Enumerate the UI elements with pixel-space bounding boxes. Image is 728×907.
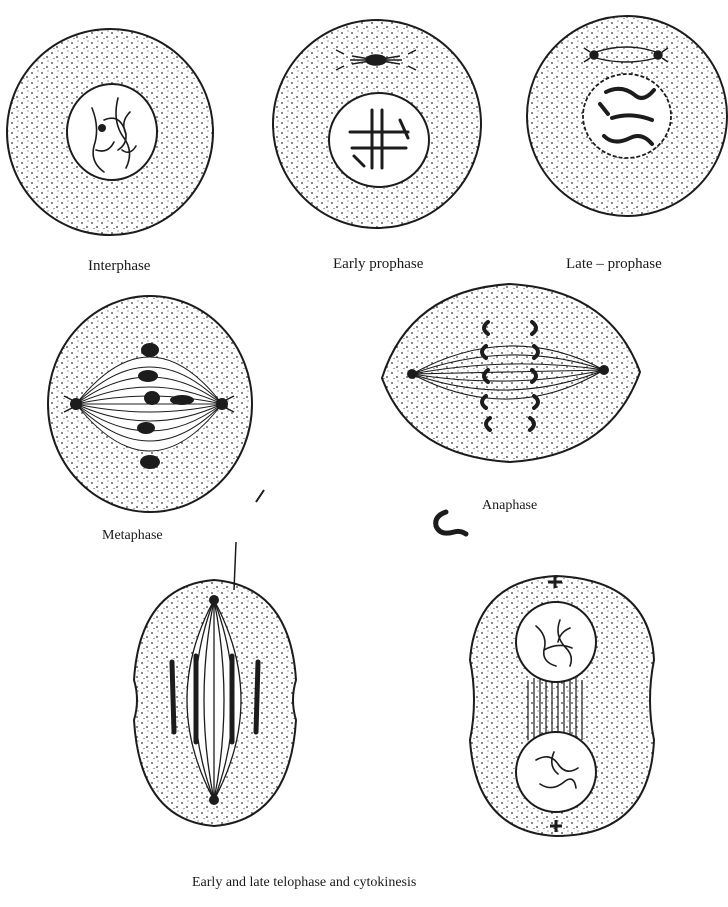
- label-telophase-cytokinesis: Early and late telophase and cytokinesis: [192, 875, 416, 891]
- pointer-line: [234, 542, 236, 590]
- label-anaphase: Anaphase: [482, 498, 537, 514]
- label-interphase: Interphase: [88, 258, 150, 275]
- late-prophase-cell: [527, 16, 727, 216]
- upper-daughter-nucleus: [516, 602, 596, 682]
- label-late-prophase: Late – prophase: [566, 256, 662, 273]
- early-telophase-cell: [134, 542, 296, 826]
- label-early-prophase: Early prophase: [333, 256, 423, 273]
- label-metaphase: Metaphase: [102, 528, 163, 544]
- anaphase-cell: [382, 284, 640, 462]
- metaphase-cell: [48, 296, 252, 512]
- late-telophase-cell: [470, 576, 654, 836]
- interphase-cell: [7, 29, 213, 235]
- stray-mark: [256, 490, 264, 502]
- early-prophase-nucleus: [329, 93, 429, 187]
- early-prophase-cell: [273, 20, 481, 228]
- interphase-nucleus: [67, 84, 157, 180]
- anaphase-mark: [436, 512, 466, 534]
